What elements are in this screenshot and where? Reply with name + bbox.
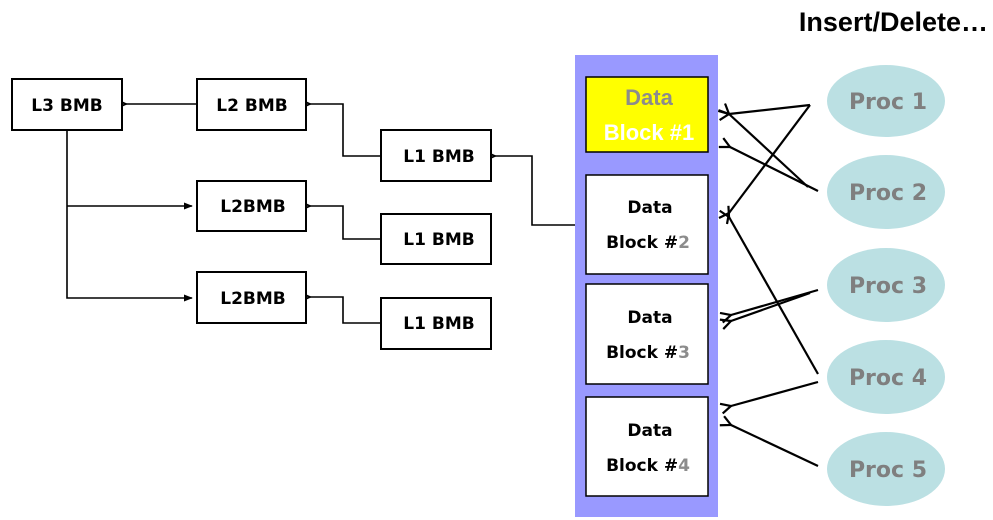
arrow-proc1-to-block1 — [729, 103, 811, 114]
l1-bmb-label: L1 BMB — [403, 147, 474, 167]
data-block-line2: Block #3 — [606, 343, 690, 363]
proc-label: Proc 5 — [849, 458, 927, 483]
data-block-line2: Block #1 — [604, 120, 695, 145]
connector-l3-to-l2-3 — [66, 130, 193, 302]
arrow-proc2-to-block1-a — [729, 114, 809, 188]
data-block-3[interactable]: Data Block #3 — [585, 283, 709, 385]
data-block-line2: Block #2 — [606, 233, 690, 253]
l1-bmb-label: L1 BMB — [403, 314, 474, 334]
l1-bmb-node-1[interactable]: L1 BMB — [380, 129, 492, 182]
l3-bmb-node[interactable]: L3 BMB — [11, 78, 123, 131]
connector-l1-3-to-l2-3 — [310, 297, 381, 324]
l2-bmb-label: L2BMB — [220, 197, 286, 217]
arrow-proc4-to-block4 — [731, 380, 819, 406]
data-block-line1: Data — [627, 421, 672, 441]
hierarchy-connectors — [66, 104, 575, 324]
data-block-line1: Data — [625, 85, 673, 110]
arrow-proc5-to-block4 — [731, 425, 819, 467]
connector-l1-2-to-l2-2 — [310, 206, 381, 240]
proc-label: Proc 3 — [849, 274, 927, 299]
data-block-2[interactable]: Data Block #2 — [585, 174, 709, 275]
l1-bmb-node-3[interactable]: L1 BMB — [380, 297, 492, 350]
l2-bmb-label: L2 BMB — [216, 96, 287, 116]
proc-node-5[interactable]: Proc 5 — [827, 432, 945, 506]
proc-label: Proc 4 — [849, 366, 927, 391]
connector-data-to-l1-1 — [495, 156, 575, 226]
connector-l1-1-to-l2-1 — [310, 104, 381, 157]
l3-bmb-label: L3 BMB — [31, 96, 102, 116]
l2-bmb-node-2[interactable]: L2BMB — [196, 180, 307, 232]
proc-node-4[interactable]: Proc 4 — [827, 340, 945, 414]
proc-node-3[interactable]: Proc 3 — [827, 248, 945, 322]
l2-bmb-node-3[interactable]: L2BMB — [196, 271, 307, 324]
proc-node-2[interactable]: Proc 2 — [827, 155, 945, 229]
l1-bmb-label: L1 BMB — [403, 230, 474, 250]
proc-label: Proc 1 — [849, 90, 927, 115]
l2-bmb-node-1[interactable]: L2 BMB — [196, 78, 307, 131]
proc-arrows — [729, 103, 819, 467]
data-block-4[interactable]: Data Block #4 — [585, 396, 709, 497]
diagram-title: Insert/Delete… — [799, 7, 988, 37]
proc-label: Proc 2 — [849, 181, 927, 206]
data-block-line1: Data — [627, 308, 672, 328]
data-block-line1: Data — [627, 198, 672, 218]
l2-bmb-label: L2BMB — [220, 289, 286, 309]
arrow-proc1-to-block2 — [729, 104, 811, 213]
arrow-proc3-to-block3-b — [731, 291, 811, 321]
arrow-proc2-to-block1-b — [730, 147, 819, 192]
arrow-proc4-to-block2 — [729, 217, 819, 375]
data-block-line2: Block #4 — [606, 456, 690, 476]
proc-node-1[interactable]: Proc 1 — [827, 65, 945, 137]
data-block-1[interactable]: Data Block #1 — [585, 76, 709, 153]
l1-bmb-node-2[interactable]: L1 BMB — [380, 213, 492, 265]
